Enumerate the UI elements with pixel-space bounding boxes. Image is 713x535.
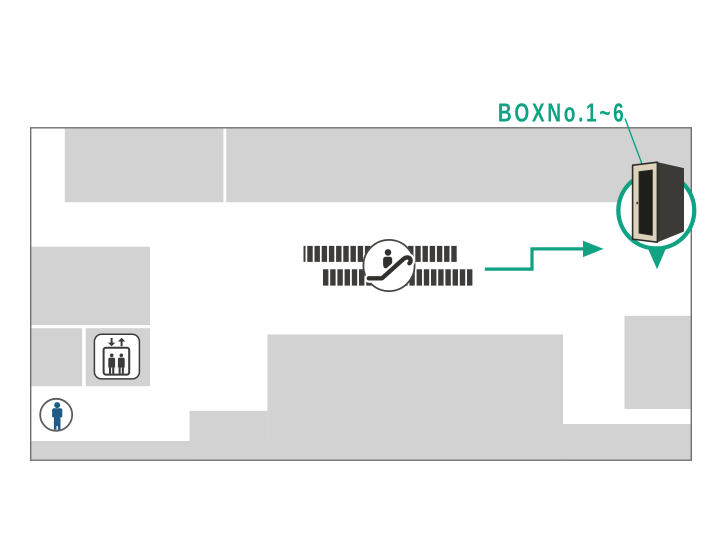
svg-text:BOXNo.1~6: BOXNo.1~6 (498, 99, 627, 127)
